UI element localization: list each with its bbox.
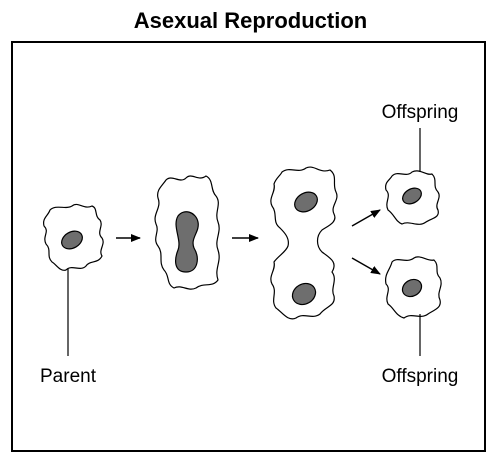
offspring-top-nucleus [402, 187, 422, 205]
offspring-bottom-nucleus [401, 278, 423, 298]
dividing-nucleus-top [294, 191, 318, 213]
offspring-cell-bottom [385, 256, 442, 319]
elongating-cell [154, 175, 220, 290]
diagram-frame [11, 41, 486, 452]
offspring-bottom-label: Offspring [382, 366, 459, 387]
arrow-to-top-offspring [351, 209, 381, 227]
diagram-title: Asexual Reproduction [133, 8, 368, 33]
parent-cell [43, 203, 104, 271]
dividing-nucleus-bottom [291, 282, 317, 306]
arrow-to-bottom-offspring [351, 257, 381, 275]
dividing-cell [270, 166, 338, 320]
parent-nucleus [61, 230, 83, 250]
parent-label: Parent [40, 366, 97, 387]
offspring-cell-top [385, 170, 440, 225]
offspring-top-label: Offspring [382, 102, 459, 123]
elongating-nucleus [175, 211, 199, 273]
